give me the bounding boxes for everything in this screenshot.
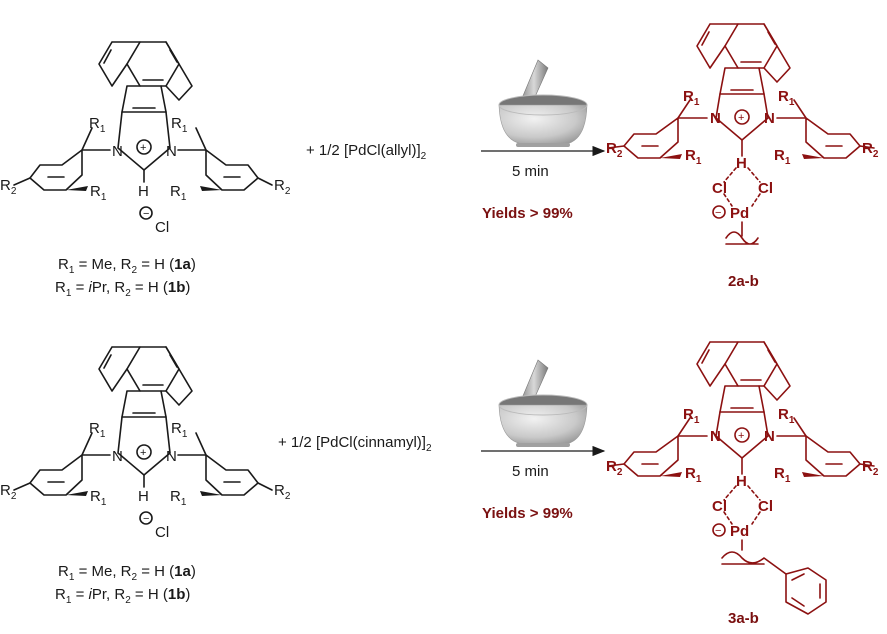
r1-label: R1	[170, 183, 187, 203]
svg-text:H: H	[736, 155, 747, 172]
reagent-text: + 1/2 [PdCl(allyl)]2	[306, 142, 427, 162]
svg-text:N: N	[710, 110, 721, 127]
svg-text:+: +	[738, 112, 744, 124]
svg-text:R1: R1	[170, 488, 187, 508]
svg-text:+: +	[140, 447, 146, 459]
r1-label: R1	[89, 115, 106, 135]
substituent-legend-1: R1 = Me, R2 = H (1a) R1 = iPr, R2 = H (1…	[55, 256, 196, 299]
r1-label: R1	[90, 183, 107, 203]
svg-text:R1: R1	[683, 406, 700, 426]
svg-text:N: N	[764, 110, 775, 127]
conditions-1: + 1/2 [PdCl(allyl)]2 5 min Yields > 99%	[306, 59, 606, 222]
atom-n-left: N	[112, 143, 123, 160]
reactant-2: N N + H R1 R1 R1 R1 R2 R2 − Cl	[0, 346, 291, 541]
svg-text:R1 = Me, R2 = H (1a): R1 = Me, R2 = H (1a)	[58, 563, 196, 583]
product-3: N N + H R1 R1 R1 R1 R2 R2 Cl Cl − Pd	[606, 341, 879, 615]
reaction-time: 5 min	[512, 163, 549, 180]
r1-label: R1	[171, 115, 188, 135]
svg-text:R1: R1	[774, 147, 791, 167]
svg-text:R1: R1	[683, 88, 700, 108]
svg-text:N: N	[710, 428, 721, 445]
svg-text:R1: R1	[171, 420, 188, 440]
reagent-text: + 1/2 [PdCl(cinnamyl)]2	[278, 434, 432, 454]
svg-text:−: −	[715, 207, 721, 219]
svg-text:−: −	[715, 525, 721, 537]
svg-text:−: −	[143, 513, 149, 525]
r2-label: R2	[0, 177, 17, 197]
svg-text:H: H	[736, 473, 747, 490]
yield-text: Yields > 99%	[482, 205, 573, 222]
svg-text:Pd: Pd	[730, 523, 749, 540]
conditions-2: + 1/2 [PdCl(cinnamyl)]2 5 min Yields > 9…	[278, 359, 606, 522]
svg-text:R1: R1	[89, 420, 106, 440]
r2-label: R2	[274, 177, 291, 197]
mortar-pestle-icon	[498, 59, 588, 147]
atom-h: H	[138, 183, 149, 200]
svg-text:R1: R1	[774, 465, 791, 485]
svg-text:N: N	[764, 428, 775, 445]
atom-n-right: N	[166, 143, 177, 160]
svg-text:R2: R2	[274, 482, 291, 502]
svg-text:Cl: Cl	[758, 180, 773, 197]
svg-text:R2: R2	[606, 140, 623, 160]
mortar-pestle-icon	[498, 359, 588, 447]
svg-text:R2: R2	[862, 458, 879, 478]
svg-text:R2: R2	[862, 140, 879, 160]
svg-text:Cl: Cl	[712, 498, 727, 515]
charge-plus: +	[140, 142, 146, 154]
svg-text:R1 = Me, R2 = H (1a): R1 = Me, R2 = H (1a)	[58, 256, 196, 276]
svg-text:R1: R1	[685, 147, 702, 167]
counterion-cl: Cl	[155, 219, 169, 236]
product-label: 2a-b	[728, 273, 759, 290]
svg-text:Cl: Cl	[155, 524, 169, 541]
svg-text:R2: R2	[606, 458, 623, 478]
svg-text:R1: R1	[778, 88, 795, 108]
svg-text:Pd: Pd	[730, 205, 749, 222]
svg-text:+: +	[738, 430, 744, 442]
svg-text:N: N	[166, 448, 177, 465]
svg-text:R1: R1	[778, 406, 795, 426]
product-label: 3a-b	[728, 610, 759, 627]
product-2: N N + H R1 R1 R1 R1 R2 R2 Cl Cl − Pd 2a-…	[606, 23, 879, 290]
charge-minus: −	[143, 208, 149, 220]
svg-text:H: H	[138, 488, 149, 505]
svg-text:Cl: Cl	[712, 180, 727, 197]
substituent-legend-2: R1 = Me, R2 = H (1a) R1 = iPr, R2 = H (1…	[55, 563, 196, 606]
reactant-1: N N + H R1 R1 R1 R1 R2 R2 − Cl	[0, 41, 291, 236]
svg-text:Cl: Cl	[758, 498, 773, 515]
svg-text:R1: R1	[685, 465, 702, 485]
reaction-time: 5 min	[512, 463, 549, 480]
svg-text:R1: R1	[90, 488, 107, 508]
svg-text:R1 = iPr, R2 = H (1b): R1 = iPr, R2 = H (1b)	[55, 279, 190, 299]
svg-text:R1 = iPr, R2 = H (1b): R1 = iPr, R2 = H (1b)	[55, 586, 190, 606]
yield-text: Yields > 99%	[482, 505, 573, 522]
svg-text:R2: R2	[0, 482, 17, 502]
svg-text:N: N	[112, 448, 123, 465]
